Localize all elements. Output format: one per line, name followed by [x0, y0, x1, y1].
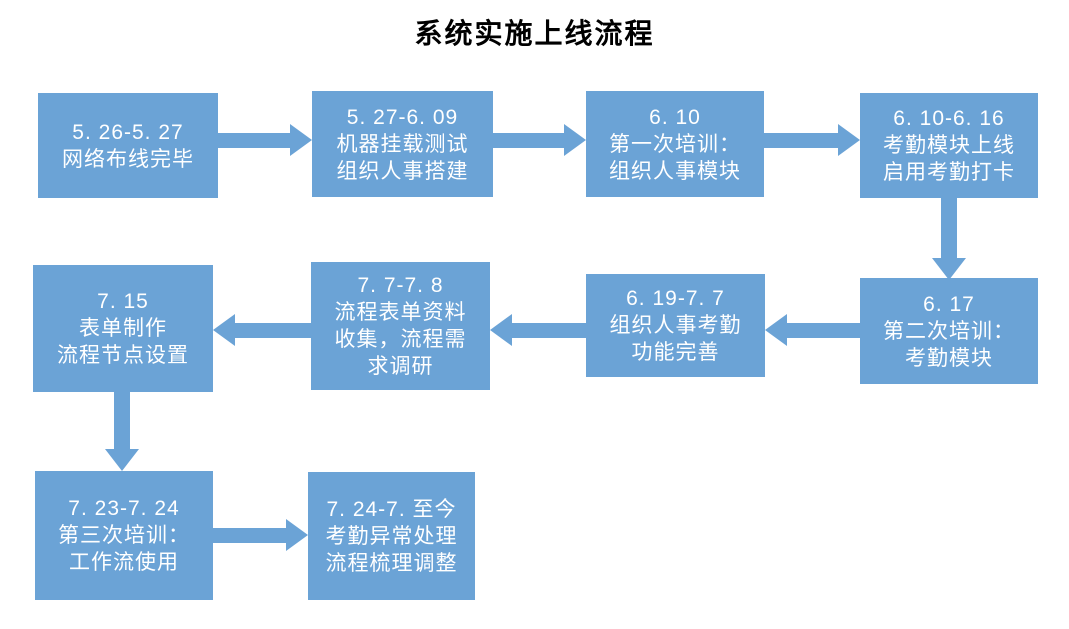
flow-node-5-label: 6. 17 第二次培训： 考勤模块: [883, 292, 1015, 370]
flow-node-7-process-form-research: 7. 7-7. 8 流程表单资料 收集，流程需 求调研: [311, 262, 490, 390]
flow-node-9-label: 7. 23-7. 24 第三次培训： 工作流使用: [58, 497, 190, 574]
flow-node-8-form-creation: 7. 15 表单制作 流程节点设置: [33, 265, 213, 392]
arrow-shaft: [512, 323, 586, 338]
arrow-shaft: [493, 133, 564, 148]
arrow-shaft: [213, 528, 286, 543]
page-title: 系统实施上线流程: [414, 18, 655, 49]
arrow-left-icon: [765, 314, 787, 346]
arrow-shaft: [787, 323, 860, 338]
flow-node-6-label: 6. 19-7. 7 组织人事考勤 功能完善: [609, 287, 742, 364]
flow-node-1-network-cabling: 5. 26-5. 27 网络布线完毕: [38, 93, 218, 198]
flow-node-1-label: 5. 26-5. 27 网络布线完毕: [62, 120, 194, 171]
flow-node-8-label: 7. 15 表单制作 流程节点设置: [57, 290, 189, 367]
flow-node-5-second-training: 6. 17 第二次培训： 考勤模块: [860, 278, 1038, 384]
arrow-right-icon: [838, 124, 860, 156]
arrow-down-icon: [105, 449, 139, 471]
flow-node-4-attendance-online: 6. 10-6. 16 考勤模块上线 启用考勤打卡: [860, 93, 1038, 198]
flow-node-7-label: 7. 7-7. 8 流程表单资料 收集，流程需 求调研: [334, 274, 467, 378]
flow-node-9-third-training: 7. 23-7. 24 第三次培训： 工作流使用: [35, 471, 213, 600]
flow-node-6-function-improvement: 6. 19-7. 7 组织人事考勤 功能完善: [586, 274, 765, 377]
flow-node-2-machine-mount-test: 5. 27-6. 09 机器挂载测试 组织人事搭建: [312, 91, 493, 197]
arrow-shaft: [941, 198, 957, 258]
arrow-shaft: [114, 392, 130, 449]
flow-node-10-process-adjustment: 7. 24-7. 至今 考勤异常处理 流程梳理调整: [308, 472, 475, 600]
arrow-left-icon: [490, 314, 512, 346]
flow-node-10-label: 7. 24-7. 至今 考勤异常处理 流程梳理调整: [325, 497, 458, 575]
arrow-left-icon: [213, 314, 235, 346]
arrow-shaft: [764, 133, 838, 148]
arrow-shaft: [235, 323, 311, 338]
arrow-right-icon: [290, 124, 312, 156]
flow-node-3-label: 6. 10 第一次培训： 组织人事模块: [609, 105, 741, 183]
arrow-down-icon: [932, 258, 966, 280]
arrow-right-icon: [286, 519, 308, 551]
arrow-right-icon: [564, 124, 586, 156]
flow-node-3-first-training: 6. 10 第一次培训： 组织人事模块: [586, 91, 764, 197]
arrow-shaft: [218, 133, 290, 148]
flow-node-4-label: 6. 10-6. 16 考勤模块上线 启用考勤打卡: [883, 107, 1015, 184]
flow-node-2-label: 5. 27-6. 09 机器挂载测试 组织人事搭建: [336, 105, 469, 183]
